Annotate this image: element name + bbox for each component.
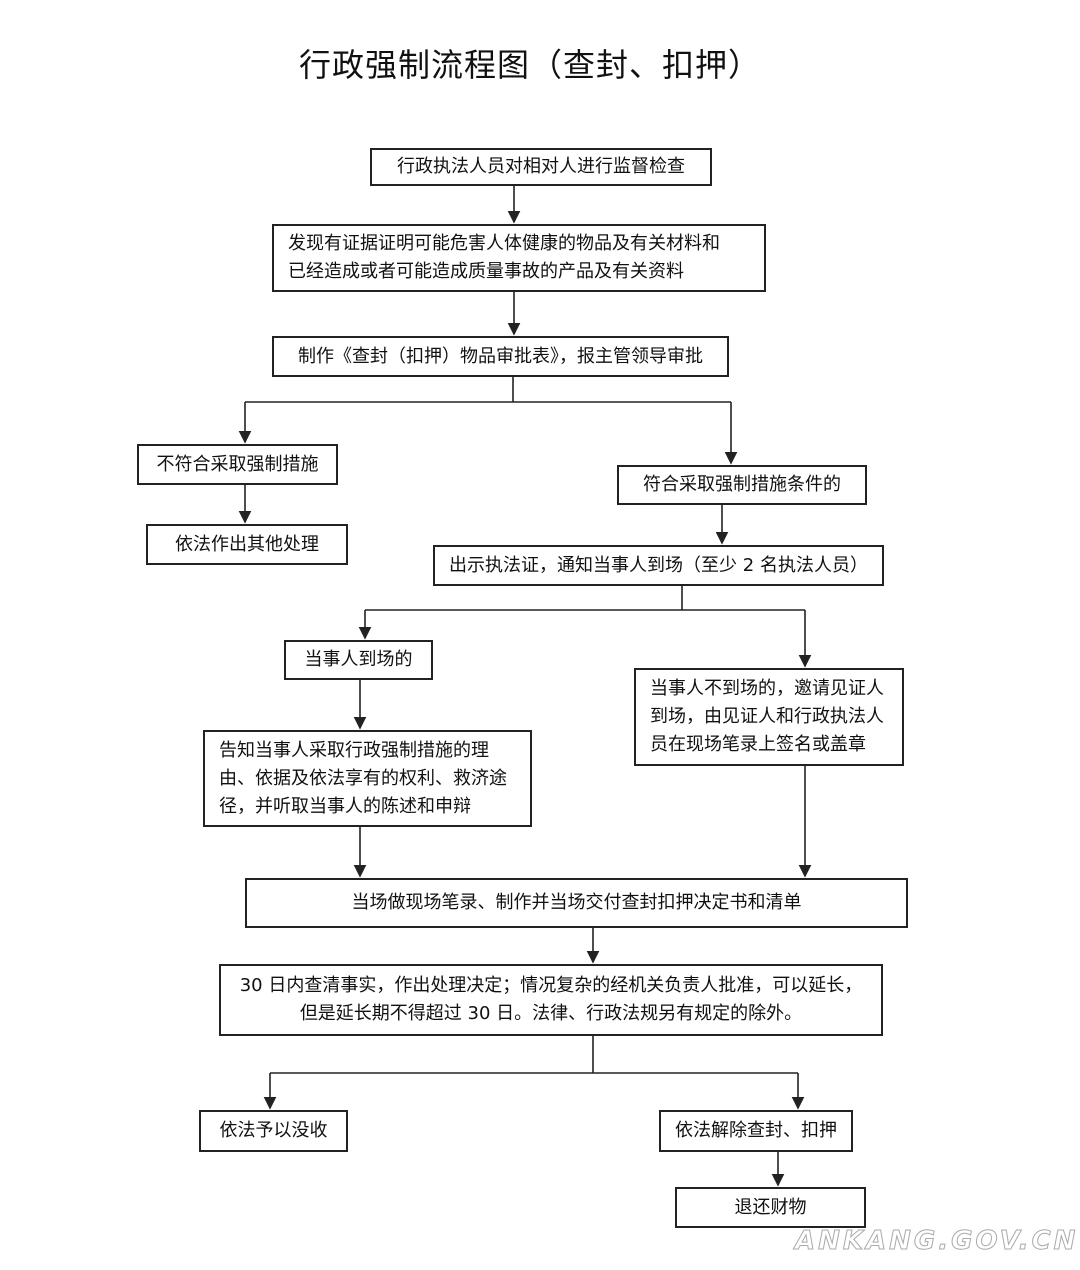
node-text: 当事人不到场的，邀请见证人: [650, 678, 884, 699]
node-other-handling: 依法作出其他处理: [146, 524, 348, 565]
node-text: 出示执法证，通知当事人到场（至少 2 名执法人员）: [449, 554, 868, 576]
node-text: 发现有证据证明可能危害人体健康的物品及有关材料和: [288, 233, 720, 254]
node-notify: 出示执法证，通知当事人到场（至少 2 名执法人员）: [433, 545, 884, 586]
node-text: 告知当事人采取行政强制措施的理: [219, 739, 489, 761]
node-decision: 30 日内查清事实，作出处理决定；情况复杂的经机关负责人批准，可以延长， 但是延长…: [219, 964, 883, 1036]
node-text: 依法予以没收: [219, 1120, 328, 1141]
node-discover: 发现有证据证明可能危害人体健康的物品及有关材料和已经造成或者可能造成质量事故的产…: [272, 224, 766, 292]
node-text: 到场，由见证人和行政执法人: [650, 706, 884, 727]
node-text: 径，并听取当事人的陈述和申辩: [219, 795, 471, 817]
node-text: 行政执法人员对相对人进行监督检查: [397, 156, 685, 177]
node-text: 由、依据及依法享有的权利、救济途: [219, 767, 507, 789]
page-title: 行政强制流程图（查封、扣押）: [298, 46, 761, 84]
node-not-qualified: 不符合采取强制措施: [137, 444, 338, 485]
node-confiscate: 依法予以没收: [199, 1110, 348, 1152]
node-text: 退还财物: [734, 1196, 807, 1218]
node-text: 依法作出其他处理: [175, 533, 319, 555]
node-text: 依法解除查封、扣押: [675, 1120, 837, 1141]
node-text: 已经造成或者可能造成质量事故的产品及有关资料: [288, 261, 684, 282]
node-inspect: 行政执法人员对相对人进行监督检查: [370, 148, 712, 186]
node-text: 当场做现场笔录、制作并当场交付查封扣押决定书和清单: [351, 892, 802, 913]
node-text: 30 日内查清事实，作出处理决定；情况复杂的经机关负责人批准，可以延长，: [239, 975, 863, 996]
node-return: 退还财物: [675, 1187, 866, 1228]
node-qualified: 符合采取强制措施条件的: [617, 465, 867, 505]
node-text: 符合采取强制措施条件的: [643, 474, 841, 495]
node-party-present: 当事人到场的: [284, 640, 433, 680]
node-text: 员在现场笔录上签名或盖章: [650, 734, 866, 755]
node-text: 制作《查封（扣押）物品审批表》，报主管领导审批: [298, 345, 703, 367]
node-text: 当事人到场的: [304, 649, 413, 670]
node-text: 不符合采取强制措施: [156, 453, 319, 475]
node-text: 但是延长期不得超过 30 日。法律、行政法规另有规定的除外。: [299, 1003, 803, 1024]
node-release: 依法解除查封、扣押: [659, 1110, 853, 1152]
node-approval: 制作《查封（扣押）物品审批表》，报主管领导审批: [272, 336, 729, 377]
node-record: 当场做现场笔录、制作并当场交付查封扣押决定书和清单: [245, 878, 908, 928]
watermark: ANKANG.GOV.CN: [794, 1226, 1079, 1257]
node-inform: 告知当事人采取行政强制措施的理由、依据及依法享有的权利、救济途径，并听取当事人的…: [203, 730, 532, 827]
node-party-absent: 当事人不到场的，邀请见证人到场，由见证人和行政执法人员在现场笔录上签名或盖章: [634, 668, 904, 766]
